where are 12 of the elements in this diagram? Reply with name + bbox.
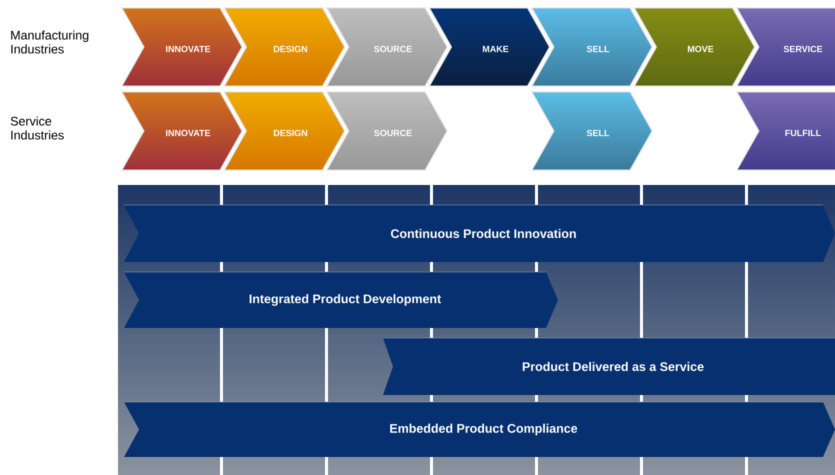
phase-band: Integrated Product Development — [124, 272, 558, 328]
row-label: Manufacturing Industries — [11, 30, 88, 54]
process-step: SOURCE — [326, 92, 448, 170]
process-step: FULFILL — [736, 92, 835, 170]
process-step: INNOVATE — [121, 8, 243, 86]
phase-band: Continuous Product Innovation — [124, 204, 835, 262]
phase-band: Product Delivered as a Service — [382, 338, 835, 395]
process-step: SELL — [531, 92, 653, 170]
phase-band: Embedded Product Compliance — [124, 402, 835, 457]
process-step: SERVICE — [736, 8, 835, 86]
process-step: INNOVATE — [121, 92, 243, 170]
row-label: Service Industries — [10, 116, 64, 140]
